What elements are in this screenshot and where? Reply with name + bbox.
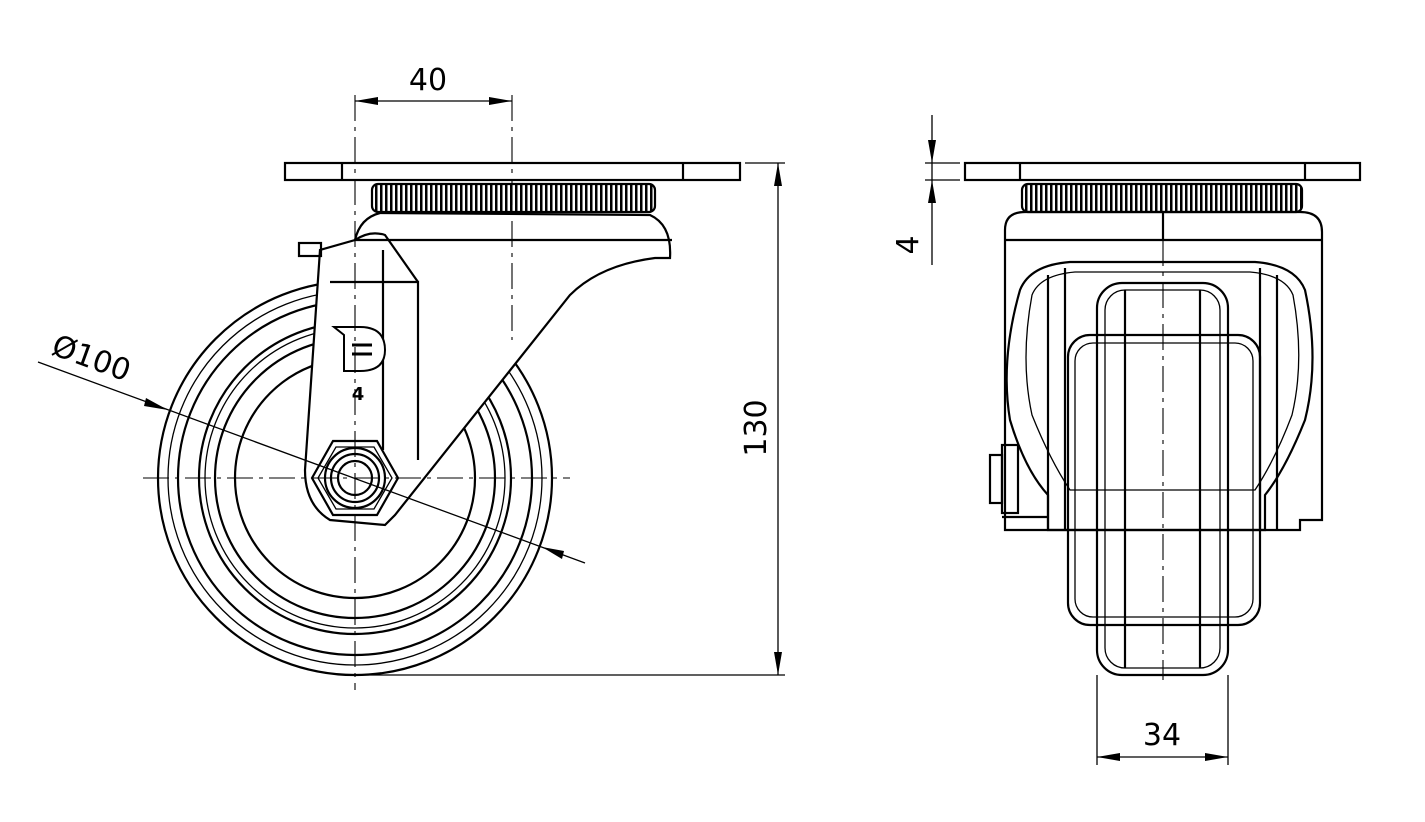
side-bolt <box>988 443 1048 519</box>
dimension-offset: 40 <box>355 63 512 105</box>
front-view: 4 34 <box>891 115 1362 765</box>
brand-logo: 4 <box>331 326 387 405</box>
svg-text:4: 4 <box>352 384 365 405</box>
dimension-height-label: 130 <box>739 399 774 456</box>
dimension-diameter-label: Ø100 <box>47 328 135 389</box>
dimension-wheel-width: 34 <box>1096 675 1229 765</box>
dimension-height: 130 <box>355 162 785 676</box>
dimension-wheel-width-label: 34 <box>1143 718 1181 753</box>
dimension-offset-label: 40 <box>409 63 447 98</box>
side-view: 4 40 Ø100 130 <box>37 63 785 690</box>
wheel-front <box>1066 281 1262 677</box>
dimension-plate-thickness: 4 <box>891 115 960 265</box>
dimension-plate-thickness-label: 4 <box>891 235 926 254</box>
